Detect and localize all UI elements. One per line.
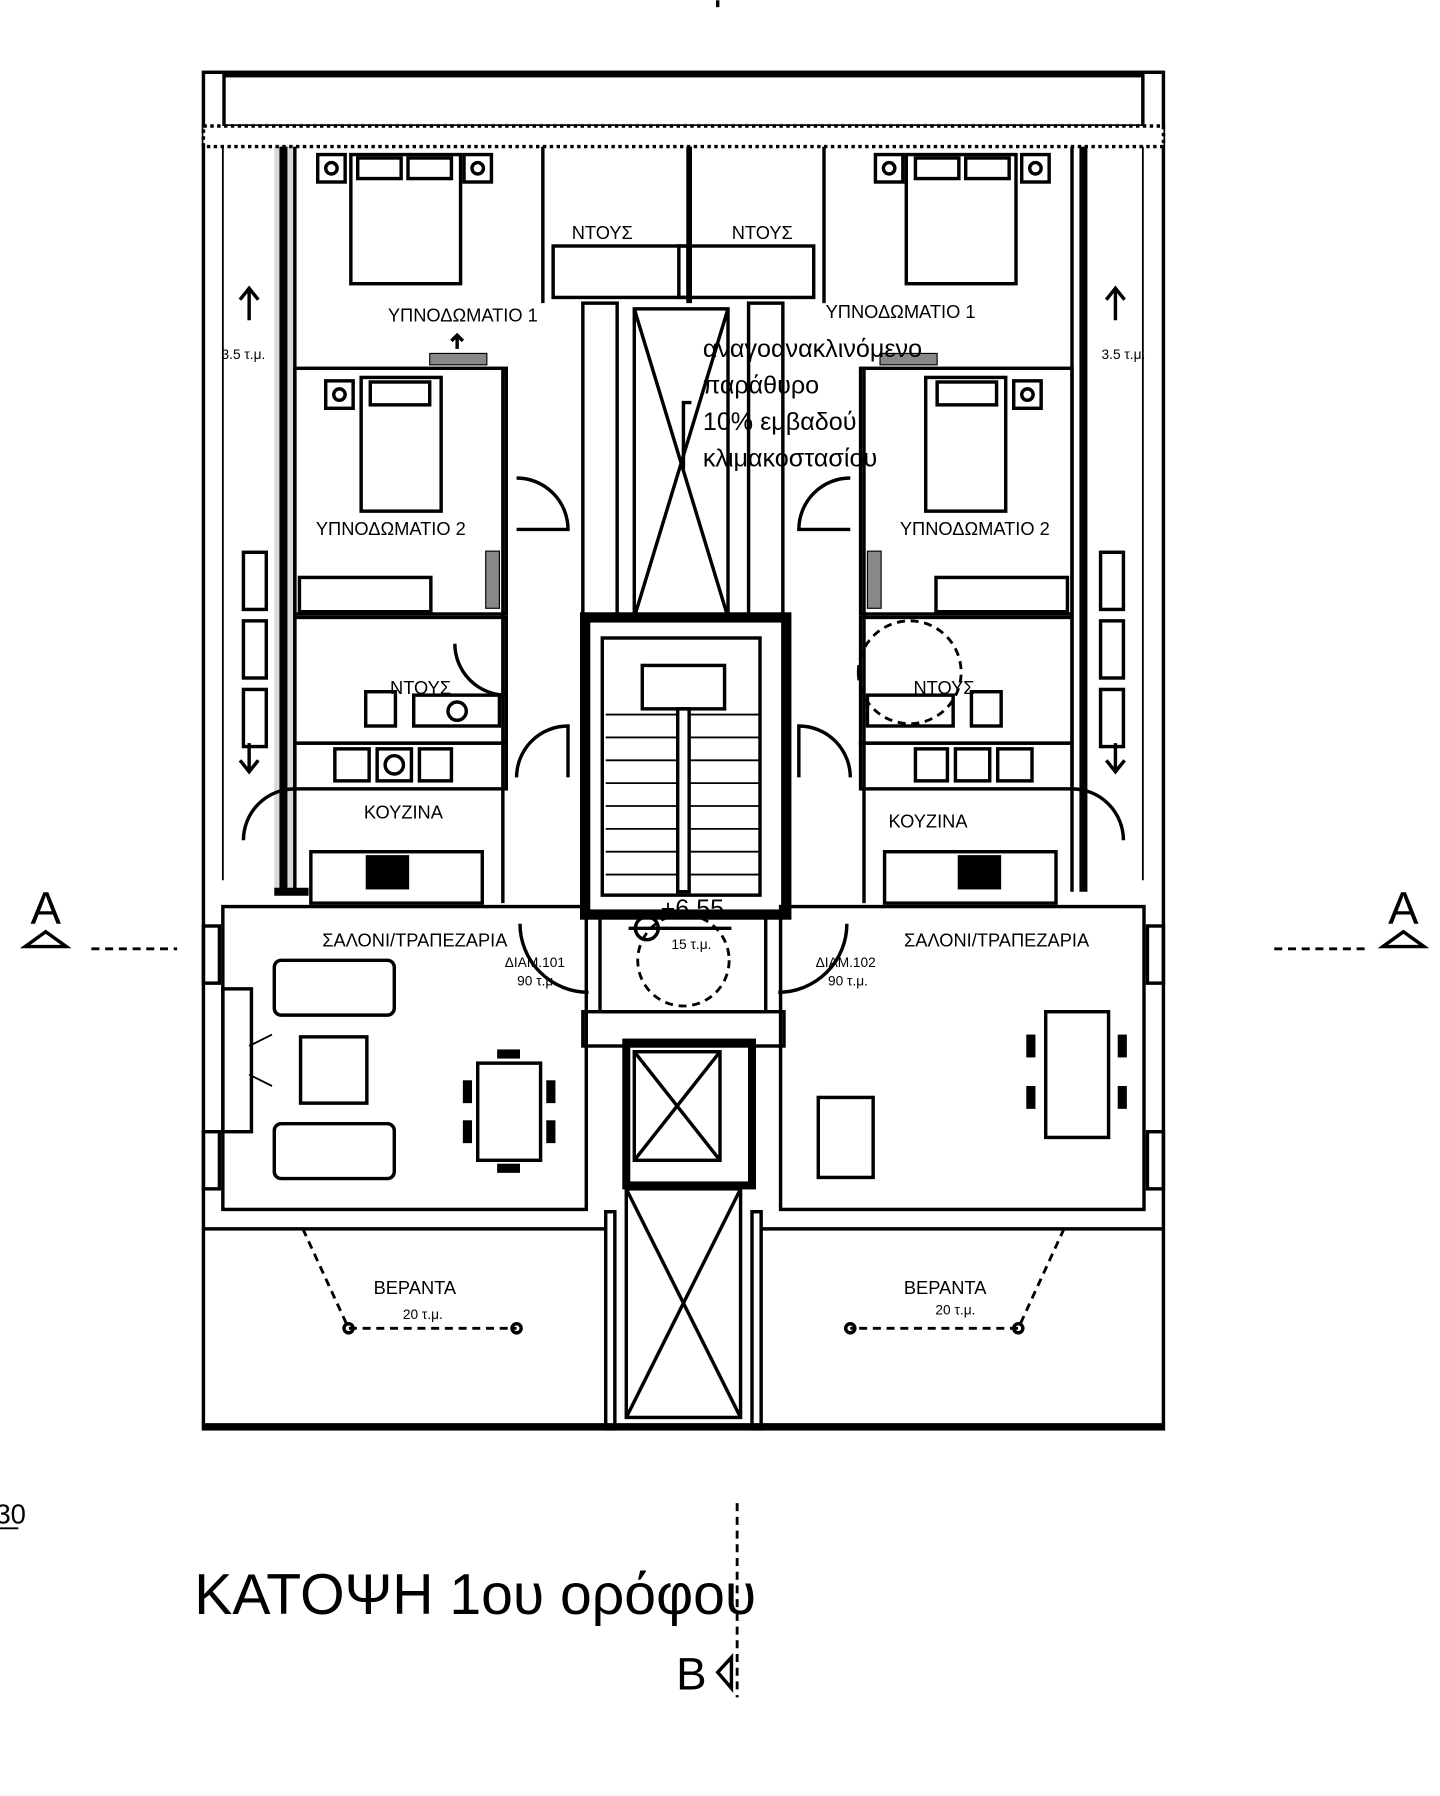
- label-bedroom1-left: ΥΠΝΟΔΩΜΑΤΙΟ 1: [388, 304, 538, 325]
- landing-area: 15 τ.μ.: [671, 937, 711, 952]
- section-mark-a-left: A: [19, 883, 178, 951]
- label-apartment-101: ΔΙΑΜ.101: [505, 955, 565, 970]
- label-kitchen-right: ΚΟΥΖΙΝΑ: [888, 811, 968, 832]
- label-bedroom2-left: ΥΠΝΟΔΩΜΑΤΙΟ 2: [316, 518, 466, 539]
- scale-label: 30: [0, 1499, 26, 1530]
- label-shower-right: ΝΤΟΥΣ: [913, 677, 974, 698]
- section-mark-a-right: A: [1274, 883, 1430, 951]
- label-veranda-right: ΒΕΡΑΝΤΑ: [904, 1277, 987, 1298]
- label-bedroom2-right: ΥΠΝΟΔΩΜΑΤΙΟ 2: [900, 518, 1050, 539]
- label-balcony-area-right: 3.5 τ.μ.: [1102, 347, 1146, 362]
- label-shower-top-right: ΝΤΟΥΣ: [732, 222, 793, 243]
- label-living-left: ΣΑΛΟΝΙ/ΤΡΑΠΕΖΑΡΙΑ: [322, 930, 508, 951]
- svg-text:αναγοανακλινόμενο: αναγοανακλινόμενο: [703, 335, 922, 363]
- svg-text:B: B: [676, 1648, 706, 1699]
- stair-treads: [605, 713, 760, 876]
- label-apartment-102-area: 90 τ.μ.: [828, 973, 868, 988]
- svg-text:A: A: [1388, 883, 1419, 934]
- svg-text:παράθυρο: παράθυρο: [703, 371, 819, 399]
- building-outline: [201, 70, 1166, 1431]
- label-veranda-right-area: 20 τ.μ.: [935, 1303, 975, 1318]
- stair-core: [580, 146, 792, 1431]
- section-mark-b: B: [676, 1503, 739, 1699]
- label-living-right: ΣΑΛΟΝΙ/ΤΡΑΠΕΖΑΡΙΑ: [904, 930, 1090, 951]
- stair-window-note: αναγοανακλινόμενο παράθυρο 10% εμβαδού κ…: [703, 335, 922, 473]
- svg-text:κλιμακοστασίου: κλιμακοστασίου: [703, 445, 877, 473]
- label-veranda-left: ΒΕΡΑΝΤΑ: [374, 1277, 457, 1298]
- label-apartment-101-area: 90 τ.μ.: [517, 973, 557, 988]
- label-balcony-area-left: 3.5 τ.μ.: [222, 347, 266, 362]
- svg-text:10% εμβαδού: 10% εμβαδού: [703, 408, 857, 436]
- label-bedroom1-right: ΥΠΝΟΔΩΜΑΤΙΟ 1: [826, 301, 976, 322]
- svg-text:A: A: [30, 883, 61, 934]
- arrow-icons: [238, 285, 1126, 775]
- label-kitchen-left: ΚΟΥΖΙΝΑ: [364, 802, 444, 823]
- landing-level: +6.55: [661, 895, 725, 923]
- label-apartment-102: ΔΙΑΜ.102: [816, 955, 876, 970]
- apartment-101-walls: [201, 146, 690, 1335]
- label-shower-top-left: ΝΤΟΥΣ: [572, 222, 633, 243]
- label-veranda-left-area: 20 τ.μ.: [403, 1307, 443, 1322]
- label-shower-left: ΝΤΟΥΣ: [390, 677, 451, 698]
- apartment-102-walls: [677, 146, 1166, 1335]
- drawing-title: ΚΑΤΟΨΗ 1ου ορόφου: [194, 1563, 756, 1627]
